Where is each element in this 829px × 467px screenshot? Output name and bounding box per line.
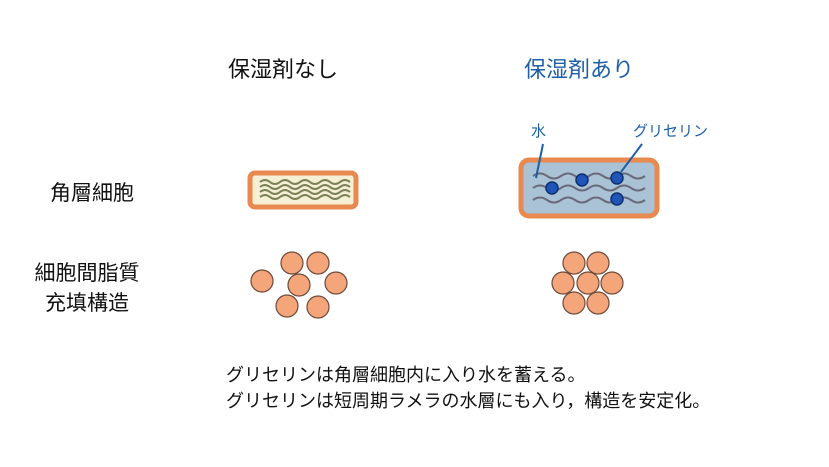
lipid-circle <box>576 271 600 295</box>
lipid-circle <box>324 271 348 295</box>
lipid-circle <box>306 295 330 319</box>
lamella-wave-dry-3 <box>259 189 351 195</box>
callout-water-label: 水 <box>531 122 547 140</box>
glycerin-dot <box>575 173 589 187</box>
caption-line-1: グリセリンは角層細胞内に入り水を蓄える。 <box>226 365 586 386</box>
lamella-wave-wet-1 <box>532 172 646 180</box>
lipid-circle <box>600 271 624 295</box>
lipid-circle <box>586 291 610 315</box>
lipid-circle <box>586 251 610 275</box>
callout-glycerin-label: グリセリン <box>633 122 709 140</box>
lipid-circle <box>306 251 330 275</box>
lipid-packing-without <box>250 251 348 319</box>
glycerin-dot <box>545 181 559 195</box>
column-title-with-moisturizer: 保湿剤あり <box>524 58 635 83</box>
caption: グリセリンは角層細胞内に入り水を蓄える。 グリセリンは短周期ラメラの水層にも入り… <box>226 363 710 415</box>
lipid-circle <box>562 251 586 275</box>
lamella-wave-dry-4 <box>259 194 351 200</box>
lamella-wave-dry-2 <box>259 184 351 190</box>
lamella-wave-wet-3 <box>532 196 646 204</box>
lipid-circle <box>280 251 304 275</box>
row-label-corneocyte: 角層細胞 <box>50 181 134 205</box>
callout-glycerin-leader <box>620 143 643 173</box>
column-title-without-moisturizer: 保湿剤なし <box>228 58 339 83</box>
caption-line-2: グリセリンは短周期ラメラの水層にも入り，構造を安定化。 <box>226 391 711 412</box>
lipid-circle <box>562 291 586 315</box>
glycerin-dot <box>610 171 624 185</box>
row-label-lipid-line2: 充填構造 <box>45 291 129 315</box>
glycerin-dot <box>610 192 624 206</box>
lipid-circle <box>551 271 575 295</box>
lipid-circle <box>250 269 274 293</box>
lipid-packing-with <box>551 251 624 315</box>
row-label-lipid-line1: 細胞間脂質 <box>34 261 140 285</box>
corneocyte-hydrated <box>518 157 660 219</box>
corneocyte-dry <box>247 170 359 210</box>
lipid-circle <box>275 294 299 318</box>
lamella-wave-dry-1 <box>259 179 351 185</box>
callout-water-leader <box>535 143 544 179</box>
lipid-circle <box>287 273 311 297</box>
